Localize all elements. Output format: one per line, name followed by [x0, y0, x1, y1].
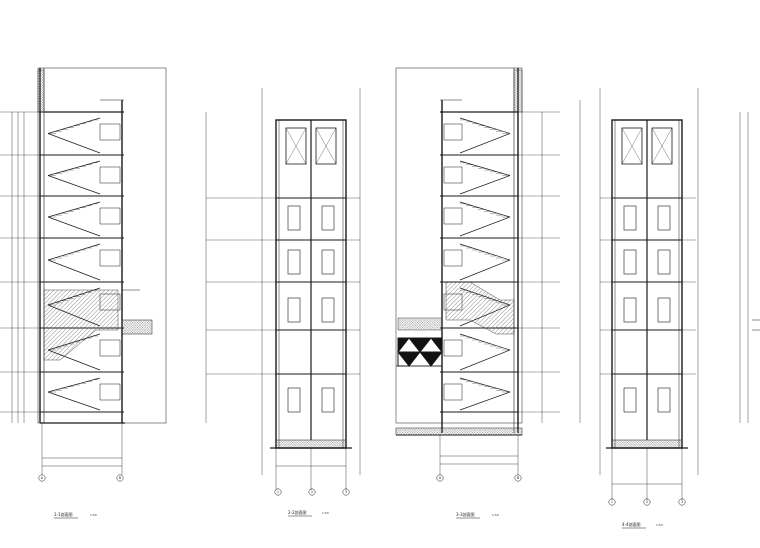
drawing-line	[459, 333, 511, 351]
door-opening	[657, 205, 671, 231]
door-opening	[657, 249, 671, 275]
drawing-line	[459, 243, 511, 261]
door-opening	[443, 166, 463, 184]
axis-label-2-3: 3	[345, 490, 347, 494]
axis-label-1b: B	[119, 476, 121, 480]
section-2-2	[205, 88, 361, 496]
axis-label-4-1: 1	[611, 500, 613, 504]
door-opening	[321, 387, 335, 413]
door-opening	[623, 249, 637, 275]
door-opening	[287, 249, 301, 275]
drawing-line	[47, 391, 101, 411]
section-scale-4: 1:50	[656, 523, 663, 527]
drawing-line	[47, 133, 101, 154]
drawing-line	[47, 175, 101, 195]
axis-label-4-3: 3	[681, 500, 683, 504]
door-opening	[99, 383, 121, 401]
door-opening	[443, 207, 463, 225]
door-opening	[99, 249, 121, 267]
door-opening	[623, 297, 637, 323]
section-scale-3: 1:50	[492, 513, 499, 517]
drawing-line	[459, 216, 511, 237]
door-opening	[287, 205, 301, 231]
section-4-4	[599, 88, 760, 506]
drawing-line	[459, 391, 511, 411]
drawing-line	[459, 133, 511, 154]
door-opening	[99, 123, 121, 141]
section-title-2: 2-2剖面图 1:50	[288, 509, 329, 517]
section-title-3-text: 3-3剖面图	[456, 511, 475, 517]
axis-label-4-2: 2	[646, 500, 648, 504]
section-title-4: 4-4剖面图 1:50	[622, 521, 663, 529]
axis-label-2-2: 2	[311, 490, 313, 494]
door-opening	[321, 205, 335, 231]
section-title-3: 3-3剖面图 1:50	[456, 511, 499, 519]
drawing-line	[47, 259, 101, 281]
axis-label-3a: A	[439, 476, 442, 480]
axis-label-1a: A	[41, 476, 44, 480]
drawing-line	[459, 175, 511, 195]
axis-label-3b: B	[517, 476, 519, 480]
drawing-line	[459, 259, 511, 281]
drawing-line	[47, 216, 101, 237]
drawing-line	[459, 117, 511, 134]
drawing-line	[459, 160, 511, 176]
door-opening	[623, 205, 637, 231]
drawing-line	[459, 201, 511, 218]
axis-label-2-1: 1	[277, 490, 279, 494]
section-scale-2: 1:50	[322, 511, 329, 515]
door-opening	[443, 383, 463, 401]
section-title-1-text: 1-1剖面图	[54, 511, 73, 517]
door-opening	[287, 297, 301, 323]
section-3-3	[395, 67, 581, 482]
door-opening	[443, 249, 463, 267]
door-opening	[443, 123, 463, 141]
door-opening	[287, 387, 301, 413]
door-opening	[443, 339, 463, 357]
door-opening	[99, 166, 121, 184]
section-scale-1: 1:50	[90, 513, 97, 517]
door-opening	[99, 339, 121, 357]
door-opening	[321, 249, 335, 275]
section-1-1	[0, 67, 167, 482]
door-opening	[321, 297, 335, 323]
door-opening	[99, 207, 121, 225]
section-title-4-text: 4-4剖面图	[622, 521, 641, 527]
section-title-2-text: 2-2剖面图	[288, 509, 307, 515]
door-opening	[657, 297, 671, 323]
drawing-line	[459, 349, 511, 371]
section-title-1: 1-1剖面图 1:50	[54, 511, 97, 519]
drawing-line	[459, 377, 511, 393]
door-opening	[623, 387, 637, 413]
door-opening	[657, 387, 671, 413]
